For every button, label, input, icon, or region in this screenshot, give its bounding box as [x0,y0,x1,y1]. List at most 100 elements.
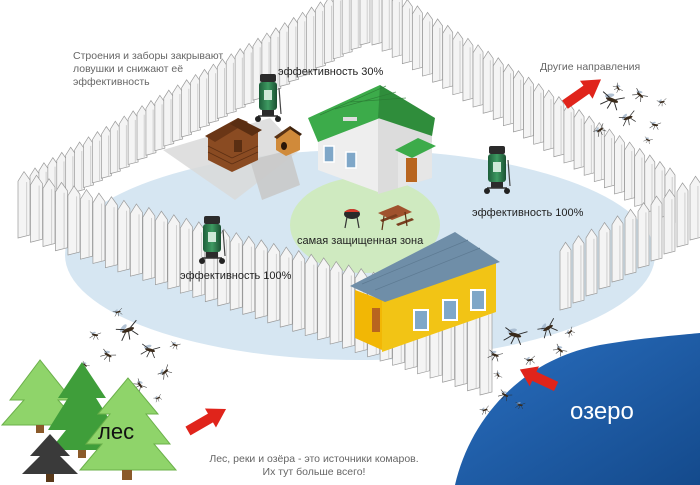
mosquito-icon [600,91,625,111]
fence-picket [208,63,219,124]
mosquito-icon [564,326,575,338]
mosquito-icon [479,405,490,415]
mosquito-swarm [80,82,667,415]
fence-picket [472,44,484,108]
mosquito-icon [537,318,558,339]
fence-picket [130,203,143,277]
mosquito-icon [632,88,648,103]
fence-picket [553,96,565,158]
fence-picket [279,22,291,87]
picnic-table-icon [378,205,414,231]
safe-zone-area [290,177,440,273]
fence-picket [167,214,181,290]
mosquito-icon [153,393,163,403]
fence-picket [637,202,650,269]
label-efficiency-100-right: эффективность 100% [472,207,584,219]
label-efficiency-100-left: эффективность 100% [180,270,292,282]
fence-picket [67,185,81,256]
fence-picket [611,215,624,283]
lake [455,333,700,485]
mosquito-icon [100,348,117,362]
mosquito-icon [115,319,139,342]
fence-picket [614,134,625,195]
fence-picket [199,68,210,129]
fence-picket [323,0,335,64]
mosquito-icon [649,121,662,130]
fence-picket [254,239,268,320]
fence-picket [371,0,383,46]
mosquito-icon [515,401,526,410]
fence-picket [304,253,318,337]
mosquito-icon [89,331,102,340]
fence-picket [350,0,362,51]
fence-picket [288,16,299,83]
fence-picket [155,210,168,286]
fence-picket [573,109,585,170]
fence-picket [242,235,256,315]
fence-picket [55,181,68,252]
fence-picket [181,79,192,138]
label-safe-zone: самая защищенная зона [297,235,424,247]
fence-picket [479,303,493,396]
fence-picket [341,0,353,55]
fence-picket [523,76,534,139]
mosquito-icon [612,82,623,93]
note-structures-line-1: Строения и заборы закрывают [73,50,224,62]
mosquito-trap-icon [199,216,226,264]
tree-icon [22,434,78,482]
mosquito-icon [643,136,653,145]
fence-picket [559,241,572,311]
fence-picket [359,0,371,46]
label-efficiency-30: эффективность 30% [278,66,384,78]
fence-picket [142,206,156,281]
fence-picket [30,174,43,243]
fence-picket [572,235,585,304]
main-house [308,85,436,194]
dog-house [274,126,302,156]
fence-picket [117,199,131,273]
note-sources-line-2: Их тут больше всего! [262,466,366,478]
mosquito-icon [169,341,181,350]
fence-picket [216,58,228,119]
mosquito-icon [498,389,513,402]
traps [199,74,511,264]
note-structures-line-3: эффективность [73,76,150,88]
fence-picket [583,115,595,176]
mosquito-icon [656,98,667,107]
fence-picket [689,175,700,241]
fence-picket [412,5,423,71]
fence-picket [145,99,157,156]
fence-picket [462,37,474,102]
fence-picket [109,120,121,175]
fence-picket [422,11,433,77]
label-forest: лес [98,419,135,444]
fence-picket [676,182,689,248]
fence-picket [74,141,85,193]
note-sources: Лес, реки и озёра - это источники комаро… [204,453,424,479]
mosquito-trap-icon [484,146,511,194]
fence-picket [432,18,443,83]
fence-picket [502,63,514,127]
fence-picket [92,131,103,184]
fence-picket [342,264,355,349]
fence-picket [563,102,575,164]
fence-picket [154,94,166,152]
fence-picket [543,89,555,151]
arrow-icon [185,408,227,436]
fence-picket [105,196,118,269]
note-other-directions: Другие направления [540,61,641,73]
fence-picket [329,260,343,345]
fence-picket [650,195,663,262]
fence-picket [634,147,646,207]
fence-picket [452,31,464,96]
fence-picket [604,128,615,189]
fence-picket [42,178,56,247]
label-lake: озеро [570,398,634,425]
fence-picket [136,105,148,161]
fence-picket [306,6,317,74]
fence-picket [243,42,255,106]
fence-picket [17,170,31,239]
fence-picket [624,141,635,201]
fence-picket [83,136,94,188]
